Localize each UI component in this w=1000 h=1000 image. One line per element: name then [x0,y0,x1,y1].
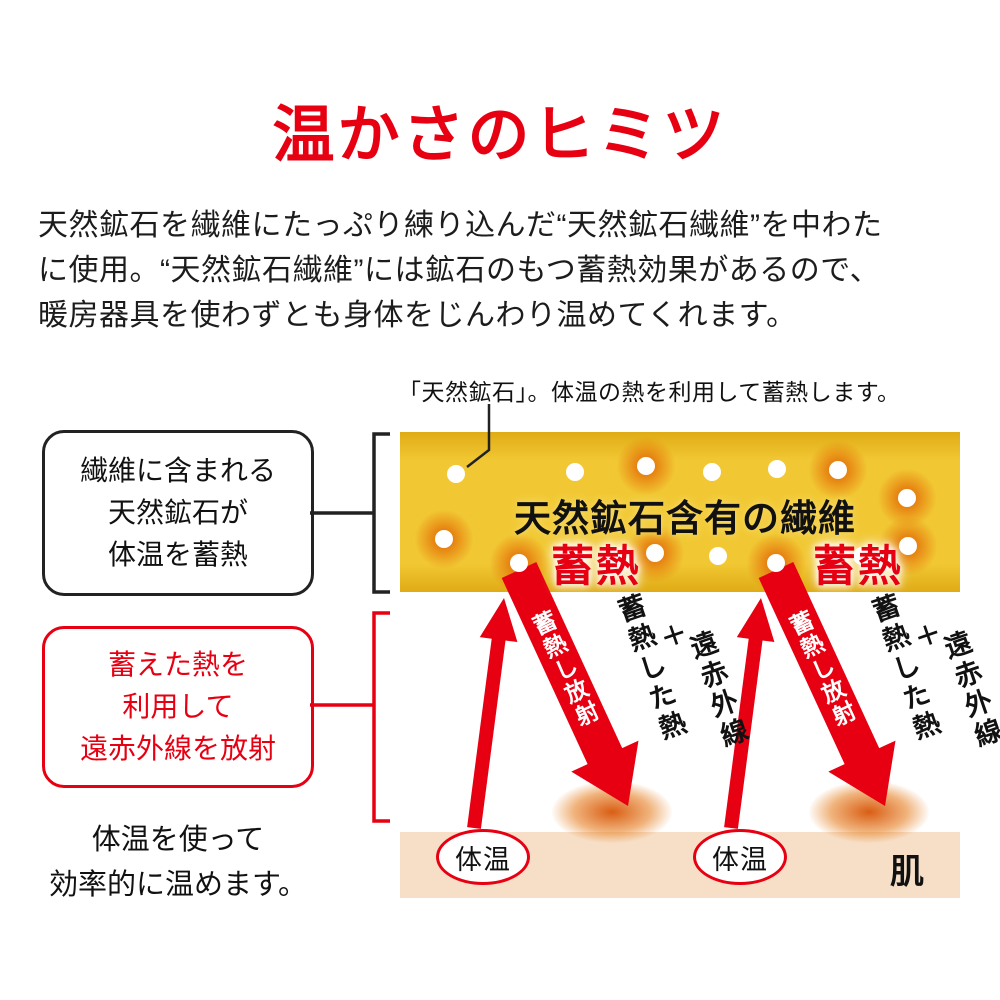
skin-label: 肌 [890,853,924,891]
mineral-callout-label: 「天然鉱石」。体温の熱を利用して蓄熱します。 [398,379,901,405]
mineral-dot [853,547,871,565]
radiate-heat-box: 蓄えた熱を 利用して 遠赤外線を放射 [42,626,314,788]
body-temp-oval: 体温 [436,829,530,885]
mineral-dot [566,463,584,481]
mineral-dot [447,465,465,483]
far-infrared-label: 遠赤外線 [936,627,1000,755]
skin-heat-glow [552,781,672,843]
skin-heat-glow [809,781,929,843]
mineral-dot [899,537,917,555]
mineral-dot [510,554,528,572]
efficiency-note-line: 体温を使って [91,824,265,856]
radiate-heat-box-line: 蓄えた熱を [107,649,248,680]
fiber-band-label: 天然鉱石含有の繊維 [514,498,856,539]
radiation-arrow-label: 蓄熱し放射 [526,607,603,732]
radiate-heat-box-line: 遠赤外線を放射 [79,733,276,764]
radiation-arrow-label: 蓄熱し放射 [783,607,860,732]
mineral-dot [709,547,727,565]
efficiency-note-line: 効率的に温めます。 [48,869,308,901]
body-temp-oval: 体温 [693,829,787,885]
mineral-dot [767,554,785,572]
heat-storage-label: 蓄熱 [813,543,903,591]
mineral-dot [646,544,664,562]
radiate-heat-box-line: 利用して [122,691,234,722]
efficiency-note: 体温を使って 効率的に温めます。 [28,818,328,908]
store-heat-box-line: 繊維に含まれる [79,455,276,486]
mineral-dot [435,530,453,548]
mineral-dot [637,457,655,475]
intro-line: に使用。“天然鉱石繊維”には鉱石のもつ蓄熱効果があるので、 [38,254,881,287]
mineral-dot [703,463,721,481]
intro-paragraph: 天然鉱石を繊維にたっぷり練り込んだ“天然鉱石繊維”を中わた に使用。“天然鉱石繊… [38,203,968,338]
intro-line: 天然鉱石を繊維にたっぷり練り込んだ“天然鉱石繊維”を中わた [38,209,883,242]
mineral-dot [768,460,786,478]
heat-storage-label: 蓄熱 [551,543,641,591]
mineral-dot [829,461,847,479]
fiber-band: 天然鉱石含有の繊維 蓄熱 蓄熱 [400,432,960,593]
radiate-bracket [372,611,390,823]
store-heat-box: 繊維に含まれる 天然鉱石が 体温を蓄熱 [42,430,314,596]
store-heat-box-line: 体温を蓄熱 [107,539,248,570]
store-bracket [372,432,390,594]
store-heat-box-line: 天然鉱石が [107,497,248,528]
page-title: 温かさのヒミツ [272,101,728,170]
intro-line: 暖房器具を使わずとも身体をじんわり温めてくれます。 [38,299,797,332]
far-infrared-label: 遠赤外線 [682,627,752,755]
body-heat-up-arrow [467,598,518,829]
mineral-dot [898,489,916,507]
